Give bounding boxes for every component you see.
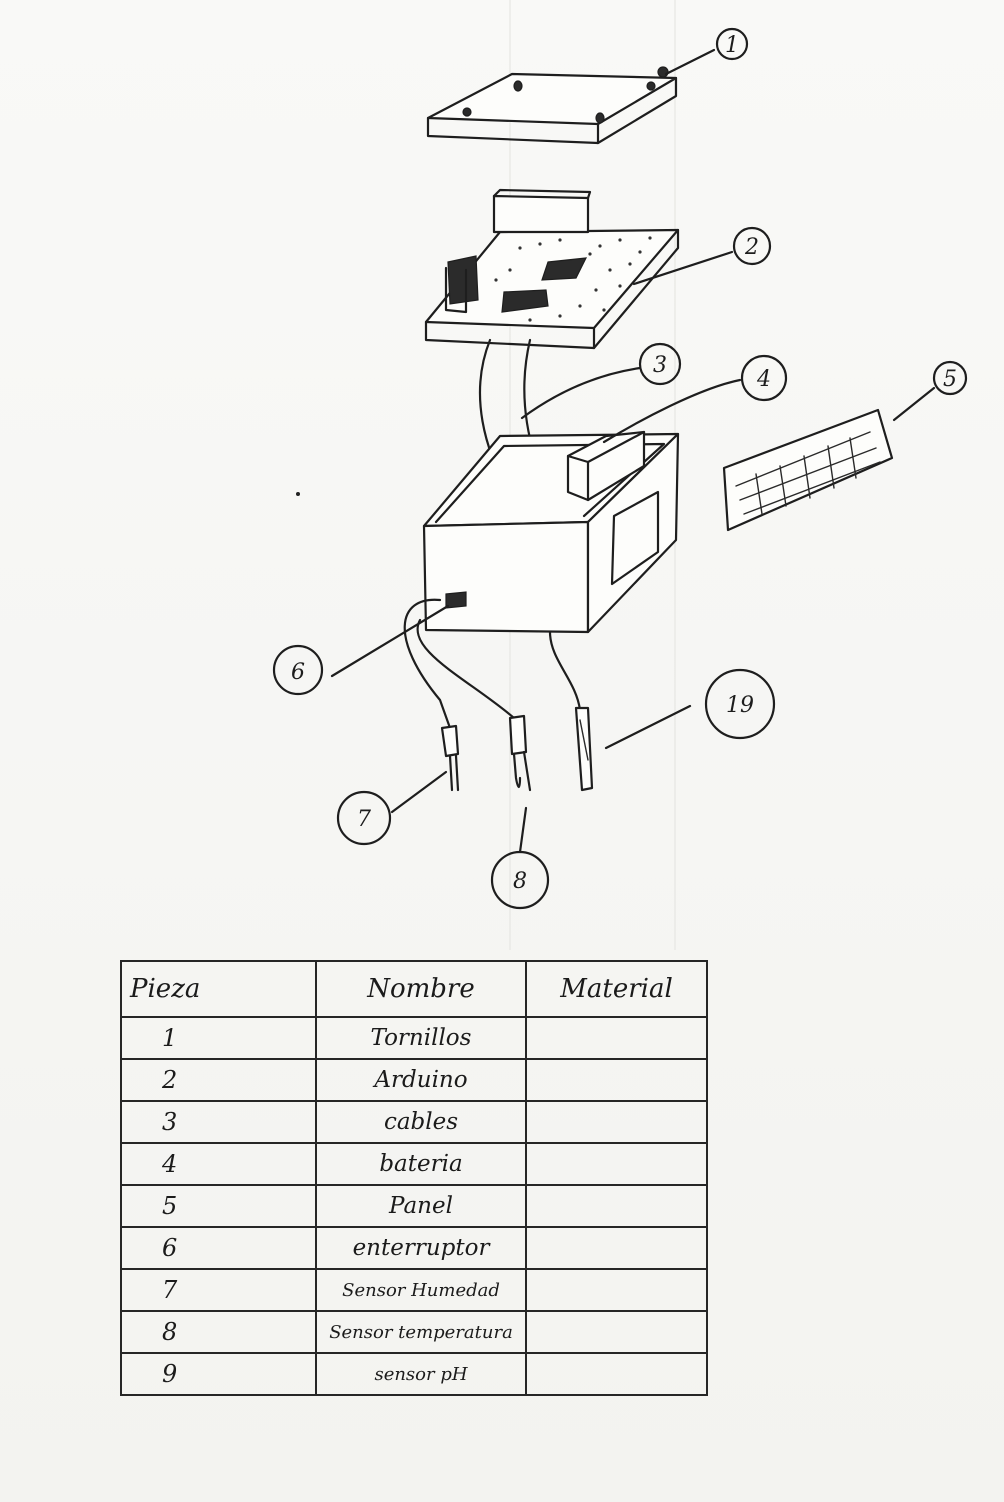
header-pieza: Pieza (120, 960, 317, 1018)
cell-nombre: cables (314, 1100, 528, 1144)
cell-material (525, 1058, 708, 1102)
table-row: 9 sensor pH (120, 1352, 708, 1396)
part-lid (426, 66, 678, 145)
cell-pieza: 4 (120, 1142, 317, 1186)
svg-text:2: 2 (744, 235, 759, 260)
cell-pieza: 9 (120, 1352, 317, 1396)
cell-material (525, 1016, 708, 1060)
sensor-wires (403, 598, 582, 730)
svg-text:4: 4 (756, 367, 771, 392)
leader-lines (330, 48, 936, 854)
part-arduino-board (424, 188, 680, 350)
switch-icon (445, 591, 467, 609)
callout-3: 3 (638, 342, 682, 386)
part-enclosure-box (422, 432, 680, 634)
svg-text:5: 5 (943, 367, 957, 392)
cell-nombre: bateria (314, 1142, 528, 1186)
cell-pieza: 8 (120, 1310, 317, 1354)
part-battery (566, 430, 646, 502)
cell-pieza: 3 (120, 1100, 317, 1144)
callout-2: 2 (732, 226, 772, 266)
cell-material (525, 1268, 708, 1312)
callout-5: 5 (932, 360, 968, 396)
cell-material (525, 1142, 708, 1186)
cell-nombre: Tornillos (314, 1016, 528, 1060)
sensor-ph (574, 706, 594, 792)
table-row: 7 Sensor Humedad (120, 1268, 708, 1312)
cell-nombre: sensor pH (314, 1352, 528, 1396)
cell-nombre: Sensor Humedad (314, 1268, 528, 1312)
ink-dot (296, 492, 300, 496)
screw-icon (657, 66, 669, 78)
screw-icon (595, 112, 605, 124)
table-row: 1 Tornillos (120, 1016, 708, 1060)
cell-nombre: Panel (314, 1184, 528, 1228)
cell-material (525, 1100, 708, 1144)
callout-19: 19 (704, 668, 776, 740)
svg-text:19: 19 (726, 693, 754, 718)
part-solar-panel (722, 408, 894, 532)
cell-material (525, 1184, 708, 1228)
table-header-row: Pieza Nombre Material (120, 960, 708, 1018)
table-row: 8 Sensor temperatura (120, 1310, 708, 1354)
svg-text:6: 6 (291, 660, 305, 685)
cell-pieza: 5 (120, 1184, 317, 1228)
header-material: Material (525, 960, 708, 1018)
parts-table: Pieza Nombre Material 1 Tornillos 2 Ardu… (120, 960, 708, 1396)
cell-pieza: 1 (120, 1016, 317, 1060)
sensor-humidity (440, 724, 460, 792)
cell-material (525, 1352, 708, 1396)
table-row: 3 cables (120, 1100, 708, 1144)
cell-nombre: Sensor temperatura (314, 1310, 528, 1354)
screw-icon (646, 81, 656, 91)
callout-4: 4 (740, 354, 788, 402)
svg-text:1: 1 (725, 33, 739, 58)
cell-material (525, 1226, 708, 1270)
header-nombre: Nombre (314, 960, 528, 1018)
cell-pieza: 6 (120, 1226, 317, 1270)
screw-icon (513, 80, 523, 92)
svg-text:8: 8 (513, 869, 527, 894)
callout-1: 1 (715, 27, 749, 61)
sensor-temperature (508, 714, 532, 792)
table-row: 5 Panel (120, 1184, 708, 1228)
cell-pieza: 7 (120, 1268, 317, 1312)
svg-text:7: 7 (357, 807, 371, 832)
callout-7: 7 (336, 790, 392, 846)
callout-8: 8 (490, 850, 550, 910)
svg-text:3: 3 (653, 353, 667, 378)
screw-icon (462, 107, 472, 117)
table-row: 6 enterruptor (120, 1226, 708, 1270)
cell-pieza: 2 (120, 1058, 317, 1102)
callout-6: 6 (272, 644, 324, 696)
table-row: 4 bateria (120, 1142, 708, 1186)
cell-nombre: Arduino (314, 1058, 528, 1102)
exploded-diagram: 1 2 3 4 5 6 7 8 19 (272, 0, 968, 950)
table-row: 2 Arduino (120, 1058, 708, 1102)
cell-nombre: enterruptor (314, 1226, 528, 1270)
cell-material (525, 1310, 708, 1354)
